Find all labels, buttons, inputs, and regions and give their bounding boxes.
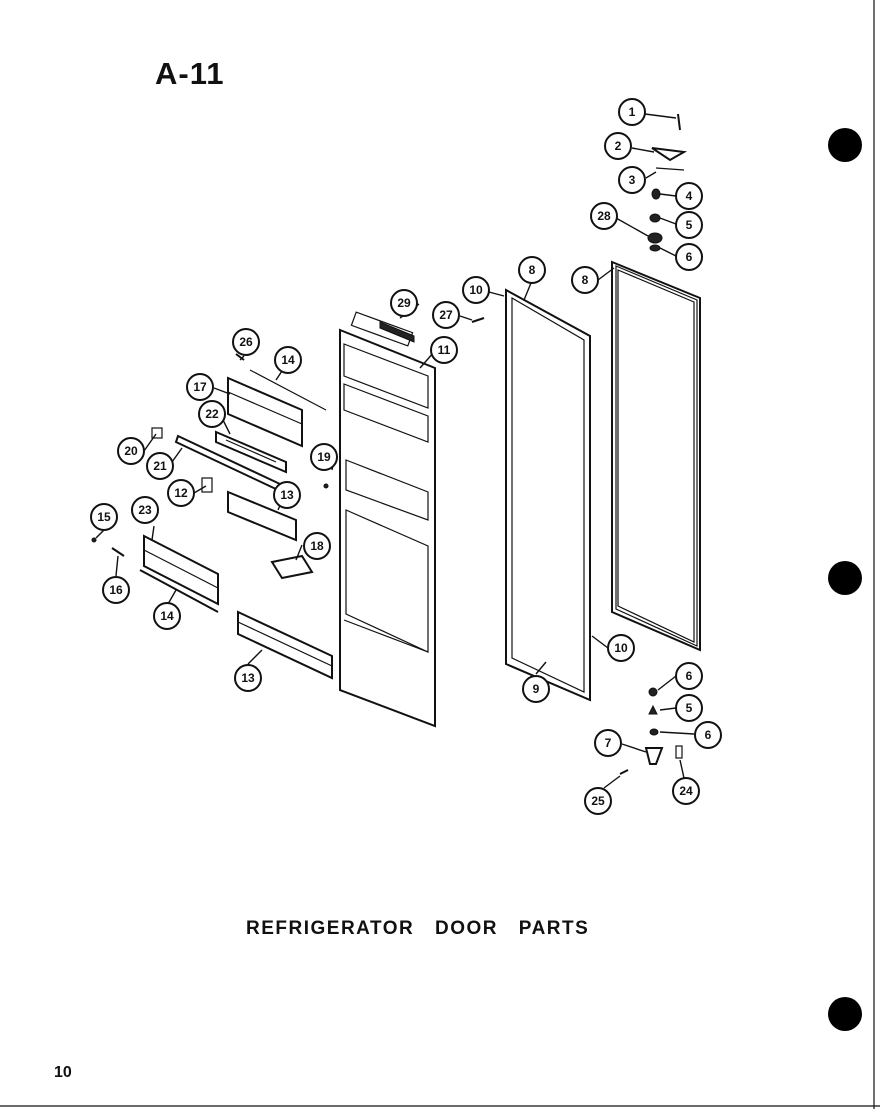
callout-number: 4 <box>686 189 693 203</box>
callout-29: 29 <box>390 289 418 317</box>
callout-number: 11 <box>438 343 451 357</box>
callout-16: 16 <box>102 576 130 604</box>
callout-number: 21 <box>153 459 167 473</box>
callout-number: 29 <box>397 296 411 310</box>
callout-23: 23 <box>131 496 159 524</box>
binder-hole-icon <box>828 561 862 595</box>
callout-5: 5 <box>675 694 703 722</box>
callout-number: 2 <box>615 139 622 153</box>
callout-20: 20 <box>117 437 145 465</box>
callout-number: 24 <box>679 784 693 798</box>
callout-number: 6 <box>686 669 693 683</box>
callout-6: 6 <box>675 243 703 271</box>
callout-number: 6 <box>705 728 712 742</box>
callout-19: 19 <box>310 443 338 471</box>
callout-9: 9 <box>522 675 550 703</box>
callout-number: 9 <box>533 682 540 696</box>
outer-door-panel <box>611 260 701 652</box>
callout-5: 5 <box>675 211 703 239</box>
callout-1: 1 <box>618 98 646 126</box>
callout-number: 7 <box>605 736 612 750</box>
top-hinge-assembly <box>647 113 688 252</box>
callout-number: 13 <box>280 488 294 502</box>
binder-hole-icon <box>828 128 862 162</box>
callout-21: 21 <box>146 452 174 480</box>
callout-number: 8 <box>529 263 536 277</box>
callout-13: 13 <box>273 481 301 509</box>
callout-14: 14 <box>274 346 302 374</box>
callout-number: 15 <box>97 510 111 524</box>
callout-number: 6 <box>686 250 693 264</box>
callout-number: 28 <box>597 209 611 223</box>
callout-number: 26 <box>239 335 253 349</box>
callout-26: 26 <box>232 328 260 356</box>
door-liner-frame <box>505 288 591 702</box>
callout-number: 14 <box>160 609 174 623</box>
page-number: 10 <box>54 1064 72 1081</box>
callout-number: 22 <box>205 407 219 421</box>
callout-number: 1 <box>629 105 636 119</box>
callout-24: 24 <box>672 777 700 805</box>
callout-25: 25 <box>584 787 612 815</box>
callout-3: 3 <box>618 166 646 194</box>
lower-shelf <box>139 534 219 613</box>
callout-8: 8 <box>571 266 599 294</box>
callout-number: 20 <box>124 444 138 458</box>
callout-8: 8 <box>518 256 546 284</box>
callout-number: 23 <box>138 503 152 517</box>
callout-14: 14 <box>153 602 181 630</box>
middle-shelf <box>227 490 297 542</box>
callout-6: 6 <box>694 721 722 749</box>
callout-11: 11 <box>430 336 458 364</box>
callout-10: 10 <box>607 634 635 662</box>
callout-number: 25 <box>591 794 605 808</box>
callout-number: 8 <box>582 273 589 287</box>
callout-number: 3 <box>629 173 636 187</box>
upper-shelf <box>227 369 327 448</box>
callout-10: 10 <box>462 276 490 304</box>
callout-28: 28 <box>590 202 618 230</box>
callout-number: 14 <box>281 353 295 367</box>
diagram-caption: REFRIGERATOR DOOR PARTS <box>246 918 590 939</box>
callout-number: 5 <box>686 218 693 232</box>
callout-number: 27 <box>439 308 453 322</box>
callout-number: 10 <box>614 641 628 655</box>
callout-number: 18 <box>310 539 324 553</box>
callout-number: 19 <box>317 450 331 464</box>
small-clips <box>91 317 485 557</box>
small-bracket <box>270 554 314 580</box>
callout-number: 17 <box>193 380 207 394</box>
shelf-tray <box>215 430 287 474</box>
callout-17: 17 <box>186 373 214 401</box>
binder-hole-icon <box>828 997 862 1031</box>
bottom-bin <box>237 610 333 680</box>
callout-6: 6 <box>675 662 703 690</box>
inner-door-panel <box>339 311 436 728</box>
callout-4: 4 <box>675 182 703 210</box>
callout-7: 7 <box>594 729 622 757</box>
callout-number: 16 <box>109 583 123 597</box>
page-id: A-11 <box>155 56 225 91</box>
bottom-hinge-assembly <box>619 687 683 775</box>
callout-number: 10 <box>469 283 483 297</box>
callout-12: 12 <box>167 479 195 507</box>
callout-number: 13 <box>241 671 255 685</box>
callout-2: 2 <box>604 132 632 160</box>
callout-22: 22 <box>198 400 226 428</box>
callout-number: 12 <box>174 486 188 500</box>
callout-18: 18 <box>303 532 331 560</box>
callout-15: 15 <box>90 503 118 531</box>
callout-13: 13 <box>234 664 262 692</box>
callout-number: 5 <box>686 701 693 715</box>
callout-27: 27 <box>432 301 460 329</box>
